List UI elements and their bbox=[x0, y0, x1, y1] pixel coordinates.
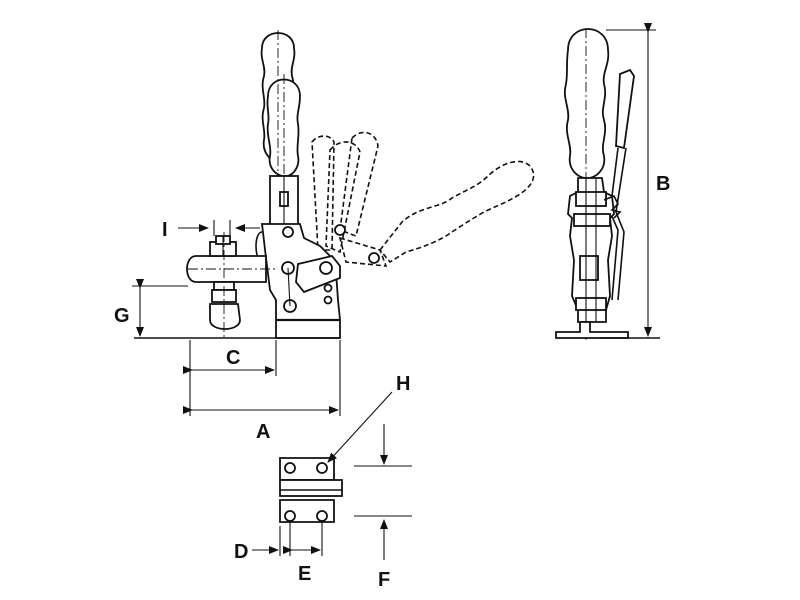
dimension-lines bbox=[132, 23, 656, 560]
label-e: E bbox=[298, 563, 311, 585]
front-lever bbox=[609, 68, 635, 301]
label-g: G bbox=[114, 305, 130, 327]
linkage-plate bbox=[281, 224, 380, 313]
front-base bbox=[555, 321, 660, 339]
clamp-arm bbox=[186, 232, 276, 340]
handle-grip bbox=[260, 30, 301, 178]
label-a: A bbox=[256, 421, 270, 443]
label-b: B bbox=[656, 173, 670, 195]
label-d: D bbox=[234, 541, 248, 563]
base-plate-detail bbox=[279, 457, 343, 523]
label-c: C bbox=[226, 347, 240, 369]
side-view bbox=[134, 30, 535, 340]
label-f: F bbox=[378, 569, 390, 591]
label-h: H bbox=[396, 373, 410, 395]
dimension-labels: A B C D E F G H I bbox=[114, 173, 670, 591]
front-body bbox=[567, 177, 622, 323]
label-i: I bbox=[162, 219, 168, 241]
front-view bbox=[555, 28, 660, 340]
handle-open-position-outline bbox=[311, 131, 535, 267]
